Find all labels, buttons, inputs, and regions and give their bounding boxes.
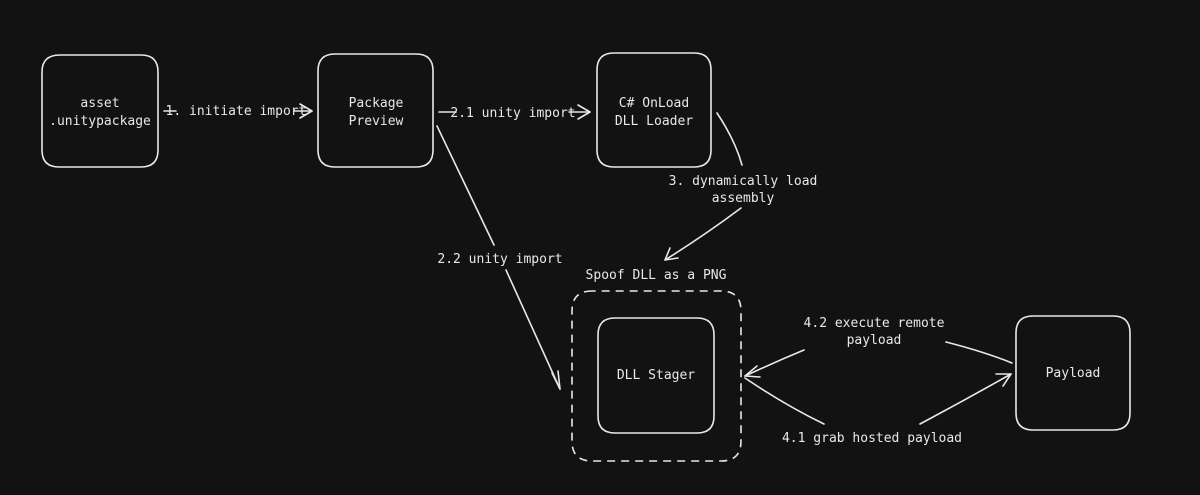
node-asset-unitypackage[interactable]: asset .unitypackage: [41, 54, 159, 168]
edge-execute-remote-label-line1: 4.2 execute remote: [804, 316, 945, 331]
edge-unity-import-2-1: 2.1 unity import: [438, 104, 591, 121]
edge-unity-import-2-2-label: 2.2 unity import: [437, 252, 562, 267]
node-loader-box: [596, 52, 712, 168]
edge-execute-remote-label-line2: payload: [847, 333, 902, 348]
node-payload[interactable]: Payload: [1015, 315, 1131, 431]
node-payload-box: [1015, 315, 1131, 431]
node-preview-label-line2: Preview: [349, 114, 404, 129]
edge-grab-hosted-label: 4.1 grab hosted payload: [782, 431, 962, 446]
edge-unity-import-2-2-line-a: [436, 125, 495, 246]
edge-dynamically-load-line-b: [664, 207, 742, 261]
node-loader-label-line1: C# OnLoad: [619, 96, 689, 111]
edge-execute-remote-line-a: [945, 341, 1013, 364]
edge-grab-hosted-line-b: [919, 373, 1012, 425]
group-dashed-border: [571, 290, 742, 462]
node-asset-label-line1: asset: [80, 96, 119, 111]
edge-execute-remote-arrowhead: [744, 365, 761, 378]
node-loader-label-line2: DLL Loader: [615, 114, 693, 129]
edge-dynamically-load-assembly: 3. dynamically load assembly: [664, 112, 818, 261]
node-stager-box: [597, 317, 715, 434]
group-spoof-dll-as-png: Spoof DLL as a PNG: [571, 268, 742, 462]
edge-dynamically-load-arrowhead: [664, 247, 679, 261]
edge-dynamically-load-label-line1: 3. dynamically load: [669, 174, 818, 189]
edge-unity-import-2-2: 2.2 unity import: [436, 125, 563, 390]
node-asset-label-line2: .unitypackage: [49, 114, 151, 129]
edge-grab-hosted-payload: 4.1 grab hosted payload: [744, 373, 1012, 446]
edge-grab-hosted-line-a: [744, 377, 825, 425]
edge-unity-import-2-2-arrowhead: [551, 370, 561, 390]
node-dll-stager[interactable]: DLL Stager: [597, 317, 715, 434]
edge-execute-remote-payload: 4.2 execute remote payload: [744, 316, 1013, 378]
node-preview-label-line1: Package: [349, 96, 404, 111]
group-label: Spoof DLL as a PNG: [586, 268, 727, 283]
edge-initiate-import-label: 1. initiate import: [166, 104, 307, 119]
edge-initiate-import-arrowhead: [299, 103, 313, 119]
edge-grab-hosted-arrowhead: [995, 373, 1012, 387]
edge-execute-remote-line-b: [744, 349, 805, 377]
edge-unity-import-2-1-arrowhead: [577, 104, 591, 120]
edge-unity-import-2-1-label: 2.1 unity import: [450, 106, 575, 121]
node-payload-label: Payload: [1046, 366, 1101, 381]
edge-dynamically-load-label-line2: assembly: [712, 191, 775, 206]
edge-unity-import-2-2-line-b: [505, 269, 561, 390]
edge-dynamically-load-line-a: [716, 112, 743, 166]
node-preview-box: [317, 53, 434, 168]
node-stager-label: DLL Stager: [617, 368, 695, 383]
node-package-preview[interactable]: Package Preview: [317, 53, 434, 168]
node-onload-dll-loader[interactable]: C# OnLoad DLL Loader: [596, 52, 712, 168]
node-asset-box: [41, 54, 159, 168]
edge-initiate-import: 1. initiate import: [163, 103, 313, 119]
